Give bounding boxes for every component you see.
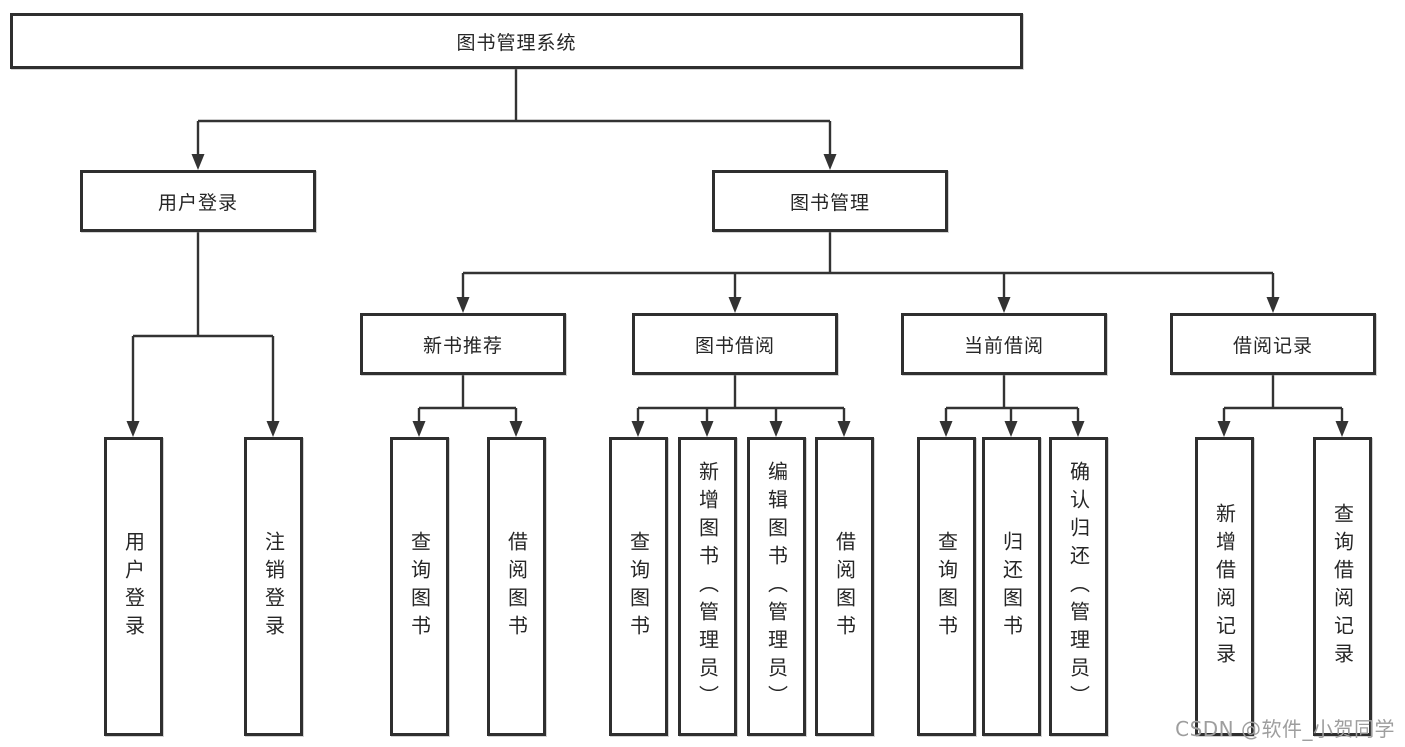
leaf-label: 确认归还（管理员） [1066, 460, 1091, 713]
leaf-edit-books-admin: 编辑图书（管理员） [747, 437, 806, 736]
leaf-add-borrow-record: 新增借阅记录 [1195, 437, 1254, 736]
leaf-user-login: 用户登录 [104, 437, 163, 736]
leaf-label: 查询图书 [407, 530, 432, 643]
leaf-borrow-books: 借阅图书 [487, 437, 546, 736]
node-root: 图书管理系统 [10, 13, 1023, 69]
leaf-return-books: 归还图书 [982, 437, 1041, 736]
leaf-label: 借阅图书 [832, 530, 857, 643]
node-current-borrow: 当前借阅 [901, 313, 1107, 375]
node-new-book-recommend: 新书推荐 [360, 313, 566, 375]
leaf-label: 注销登录 [261, 530, 286, 643]
leaf-query-books: 查询图书 [917, 437, 976, 736]
leaf-label: 新增借阅记录 [1212, 502, 1237, 671]
leaf-label: 借阅图书 [504, 530, 529, 643]
node-borrow-records: 借阅记录 [1170, 313, 1376, 375]
leaf-label: 归还图书 [999, 530, 1024, 643]
watermark: CSDN @软件_小贺同学 [1175, 717, 1395, 741]
leaf-confirm-return-admin: 确认归还（管理员） [1049, 437, 1108, 736]
leaf-label: 新增图书（管理员） [695, 460, 720, 713]
leaf-label: 查询图书 [626, 530, 651, 643]
leaf-label: 编辑图书（管理员） [764, 460, 789, 713]
leaf-add-books-admin: 新增图书（管理员） [678, 437, 737, 736]
leaf-label: 查询借阅记录 [1330, 502, 1355, 671]
node-user-login: 用户登录 [80, 170, 316, 232]
leaf-query-books: 查询图书 [609, 437, 668, 736]
leaf-borrow-books: 借阅图书 [815, 437, 874, 736]
leaf-logout: 注销登录 [244, 437, 303, 736]
leaf-label: 用户登录 [121, 530, 146, 643]
node-book-borrow: 图书借阅 [632, 313, 838, 375]
leaf-query-borrow-record: 查询借阅记录 [1313, 437, 1372, 736]
leaf-label: 查询图书 [934, 530, 959, 643]
leaf-query-books: 查询图书 [390, 437, 449, 736]
node-book-management: 图书管理 [712, 170, 948, 232]
